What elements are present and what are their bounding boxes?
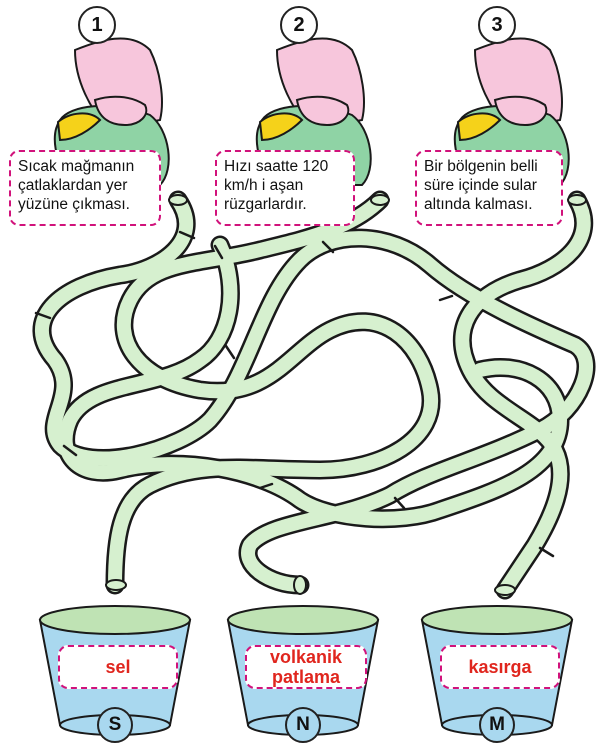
bucket-label-kasirga: kasırga bbox=[440, 645, 560, 689]
clue-box-2: Hızı saatte 120 km/h i aşan rüzgarlardır… bbox=[215, 150, 355, 226]
bucket-letter-m: M bbox=[479, 707, 515, 743]
start-number-1: 1 bbox=[78, 6, 116, 44]
clue-box-3: Bir bölgenin belli süre içinde sular alt… bbox=[415, 150, 563, 226]
bucket-label-sel: sel bbox=[58, 645, 178, 689]
bucket-letter-s: S bbox=[97, 707, 133, 743]
start-number-2: 2 bbox=[280, 6, 318, 44]
bucket-letter-n: N bbox=[285, 707, 321, 743]
clue-box-1: Sıcak mağmanın çatlaklardan yer yüzüne ç… bbox=[9, 150, 161, 226]
hose-maze bbox=[32, 190, 596, 600]
start-number-3: 3 bbox=[478, 6, 516, 44]
bucket-label-volkanik-patlama: volkanik patlama bbox=[245, 645, 367, 689]
